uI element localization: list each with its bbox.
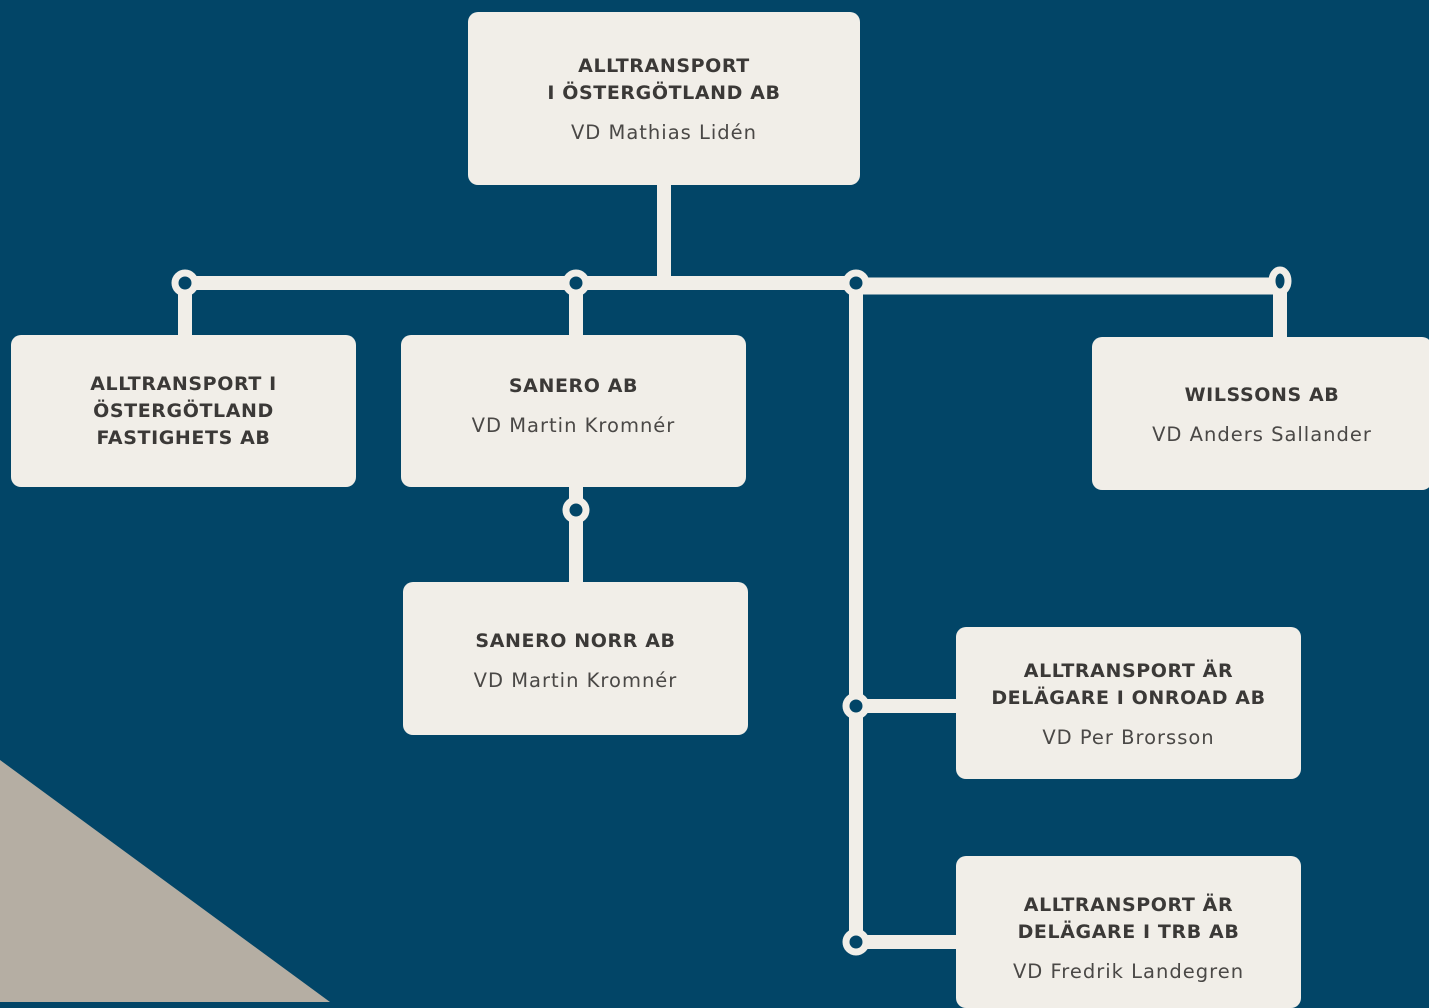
company-name: ALLTRANSPORT ÄR DELÄGARE I ONROAD AB	[991, 659, 1266, 709]
node-dot-trb	[842, 928, 870, 956]
ceo-name: VD Fredrik Landegren	[1012, 960, 1245, 983]
node-dot-sanero-norr	[562, 496, 590, 524]
company-name: ALLTRANSPORT I ÖSTERGÖTLAND FASTIGHETS A…	[90, 372, 277, 449]
org-box-trb: ALLTRANSPORT ÄR DELÄGARE I TRB AB VD Fre…	[956, 856, 1301, 1008]
company-name: SANERO NORR AB	[475, 630, 676, 652]
node-dot-fastighets	[171, 269, 199, 297]
org-box-sanero-norr: SANERO NORR AB VD Martin Kromnér	[403, 582, 748, 735]
node-dot-onroad	[842, 692, 870, 720]
org-box-fastighets: ALLTRANSPORT I ÖSTERGÖTLAND FASTIGHETS A…	[11, 335, 356, 487]
org-box-wilssons: WILSSONS AB VD Anders Sallander	[1092, 337, 1429, 490]
company-name: ALLTRANSPORT I ÖSTERGÖTLAND AB	[547, 55, 781, 104]
node-dot-sanero	[562, 269, 590, 297]
org-box-sanero: SANERO AB VD Martin Kromnér	[401, 335, 746, 487]
org-box-root: ALLTRANSPORT I ÖSTERGÖTLAND AB VD Mathia…	[468, 12, 860, 185]
node-dot-wilssons	[1268, 266, 1292, 296]
org-box-onroad: ALLTRANSPORT ÄR DELÄGARE I ONROAD AB VD …	[956, 627, 1301, 779]
company-name: WILSSONS AB	[1184, 383, 1340, 406]
decorative-corner-image	[0, 760, 330, 1002]
ceo-name: VD Per Brorsson	[1042, 725, 1215, 749]
company-name: ALLTRANSPORT ÄR DELÄGARE I TRB AB	[1017, 894, 1240, 943]
ceo-name: VD Mathias Lidén	[570, 121, 758, 144]
ceo-name: VD Anders Sallander	[1152, 422, 1372, 446]
node-dot-right-spine	[842, 269, 870, 297]
ceo-name: VD Martin Kromnér	[471, 414, 676, 437]
ceo-name: VD Martin Kromnér	[473, 669, 678, 692]
company-name: SANERO AB	[508, 375, 639, 397]
